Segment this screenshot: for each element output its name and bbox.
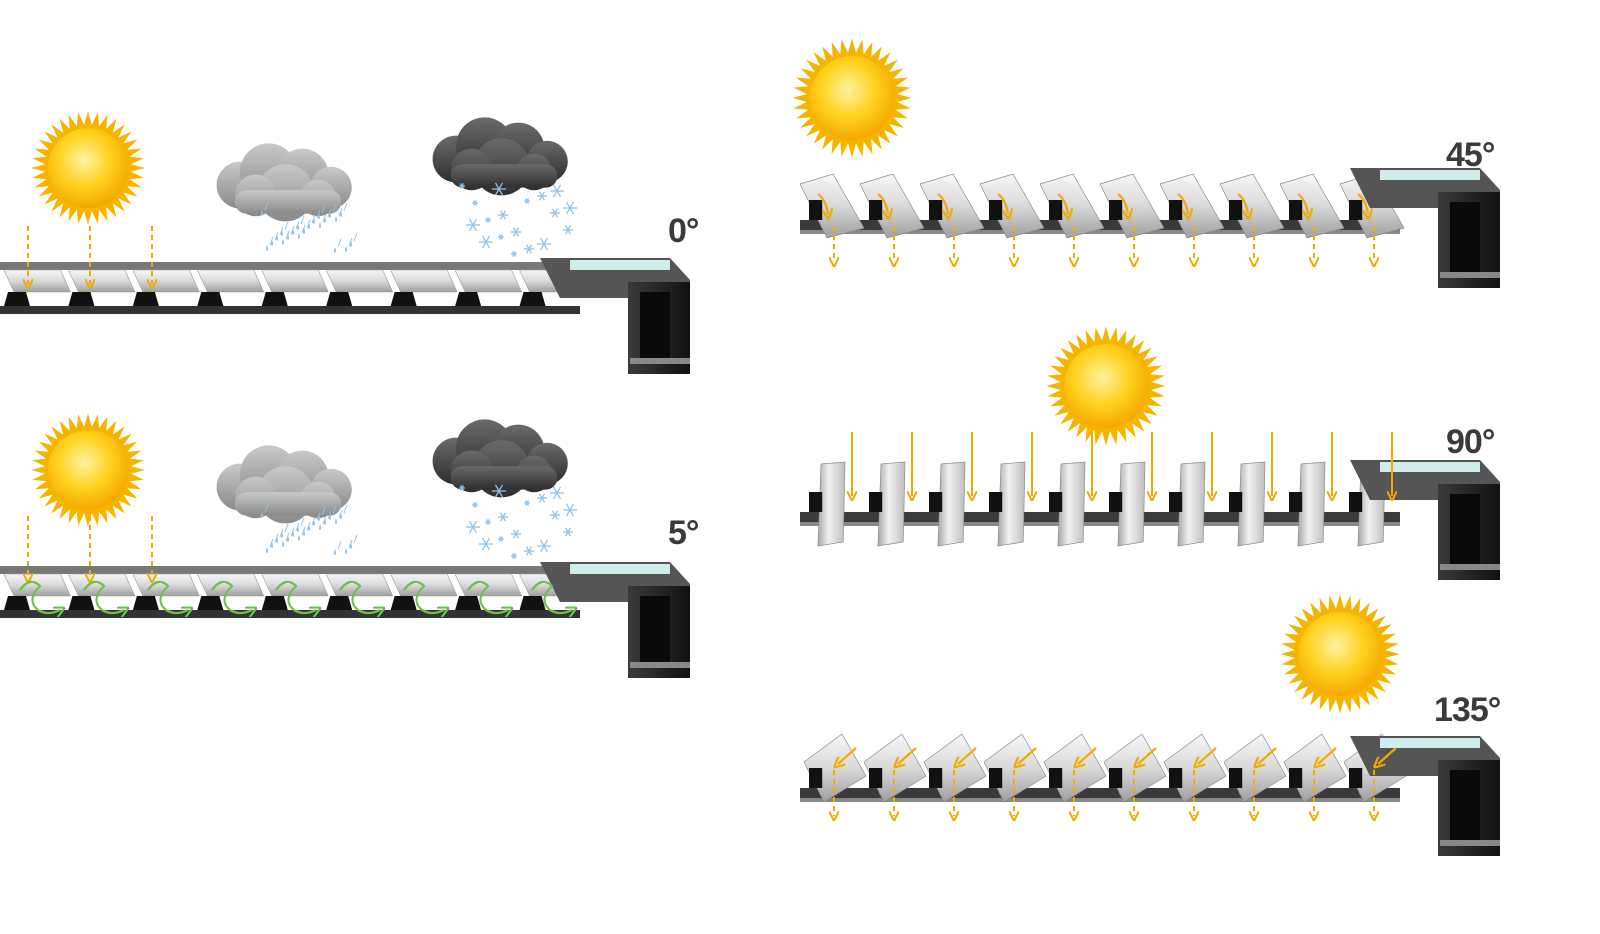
sun-arrow-icon [1177, 193, 1188, 214]
sun-arrow-icon [958, 747, 977, 764]
sun-arrow-icon [877, 193, 888, 214]
frame-profile [1350, 736, 1500, 856]
rain-cloud-icon [216, 143, 352, 222]
louvre-slat [390, 269, 458, 293]
louvre-slat [1177, 461, 1206, 547]
louvre-slat [997, 461, 1026, 547]
sun-arrow-icon [1378, 747, 1397, 764]
sun-arrow-icon [1057, 193, 1068, 214]
airflow-arrow-icon [147, 580, 188, 613]
rain-cloud-icon [216, 445, 352, 524]
sun-arrow-icon [997, 193, 1008, 214]
sun-icon [1046, 326, 1166, 446]
sun-arrow-icon [838, 747, 857, 764]
frame-profile [1350, 460, 1500, 580]
sun-arrow-icon [817, 193, 828, 214]
louvre-bank [800, 461, 1400, 547]
snowflakes [459, 182, 577, 257]
airflow-arrow-icon [19, 580, 60, 613]
louvre-slat [817, 461, 846, 547]
airflow-arrow-icon [83, 580, 124, 613]
airflow-arrow-icon [531, 580, 572, 613]
frame-profile [540, 562, 690, 678]
snow-cloud-icon [432, 419, 568, 498]
louvre-slat [1237, 461, 1266, 547]
louvre-slat [67, 269, 136, 293]
angle-label-90: 90° [1446, 423, 1495, 461]
sun-arrow-icon [1237, 193, 1248, 214]
angle-label-45: 45° [1446, 136, 1495, 174]
airflow-arrow-icon [211, 580, 252, 613]
sun-arrow-icon [1258, 747, 1277, 764]
louvre-slat [1297, 461, 1326, 547]
rain-drops [261, 503, 358, 555]
sun-arrow-icon [898, 747, 917, 764]
louvre-bank [799, 173, 1405, 239]
louvre-slat [132, 269, 200, 293]
frame-profile [540, 258, 690, 374]
sun-arrow-icon [1018, 747, 1037, 764]
louvre-slat [3, 269, 71, 293]
angle-label-0: 0° [668, 212, 700, 250]
louvre-slat [454, 269, 523, 293]
sun-arrow-icon [1357, 193, 1368, 214]
louvre-slat [325, 269, 394, 293]
louvre-slat [261, 269, 329, 293]
louvre-slat [1117, 461, 1146, 547]
snowflakes [459, 484, 577, 559]
angle-label-5: 5° [668, 514, 700, 552]
louvre-bank [0, 262, 600, 314]
sun-arrow-icon [1297, 193, 1308, 214]
sun-icon [31, 413, 145, 527]
sun-arrow-icon [937, 193, 948, 214]
sun-arrow-icon [1318, 747, 1337, 764]
angle-label-135: 135° [1434, 691, 1501, 729]
airflow-arrow-icon [403, 580, 444, 613]
louvre-slat [1057, 461, 1086, 547]
sun-arrow-icon [1138, 747, 1157, 764]
louvre-slat [937, 461, 966, 547]
sun-arrow-icon [1198, 747, 1217, 764]
airflow-arrow-icon [467, 580, 508, 613]
sun-arrow-icon [1117, 193, 1128, 214]
sun-arrow-icon [1078, 747, 1097, 764]
airflow-arrow-icon [339, 580, 380, 613]
sun-icon [792, 38, 912, 158]
snow-cloud-icon [432, 117, 568, 196]
louvre-slat [877, 461, 906, 547]
louvre-bank [800, 733, 1407, 803]
airflow-arrow-icon [275, 580, 316, 613]
frame-profile [1350, 168, 1500, 288]
louvre-slat [196, 269, 265, 293]
sun-icon [31, 111, 145, 225]
sun-icon [1280, 594, 1400, 714]
rain-drops [261, 201, 358, 253]
